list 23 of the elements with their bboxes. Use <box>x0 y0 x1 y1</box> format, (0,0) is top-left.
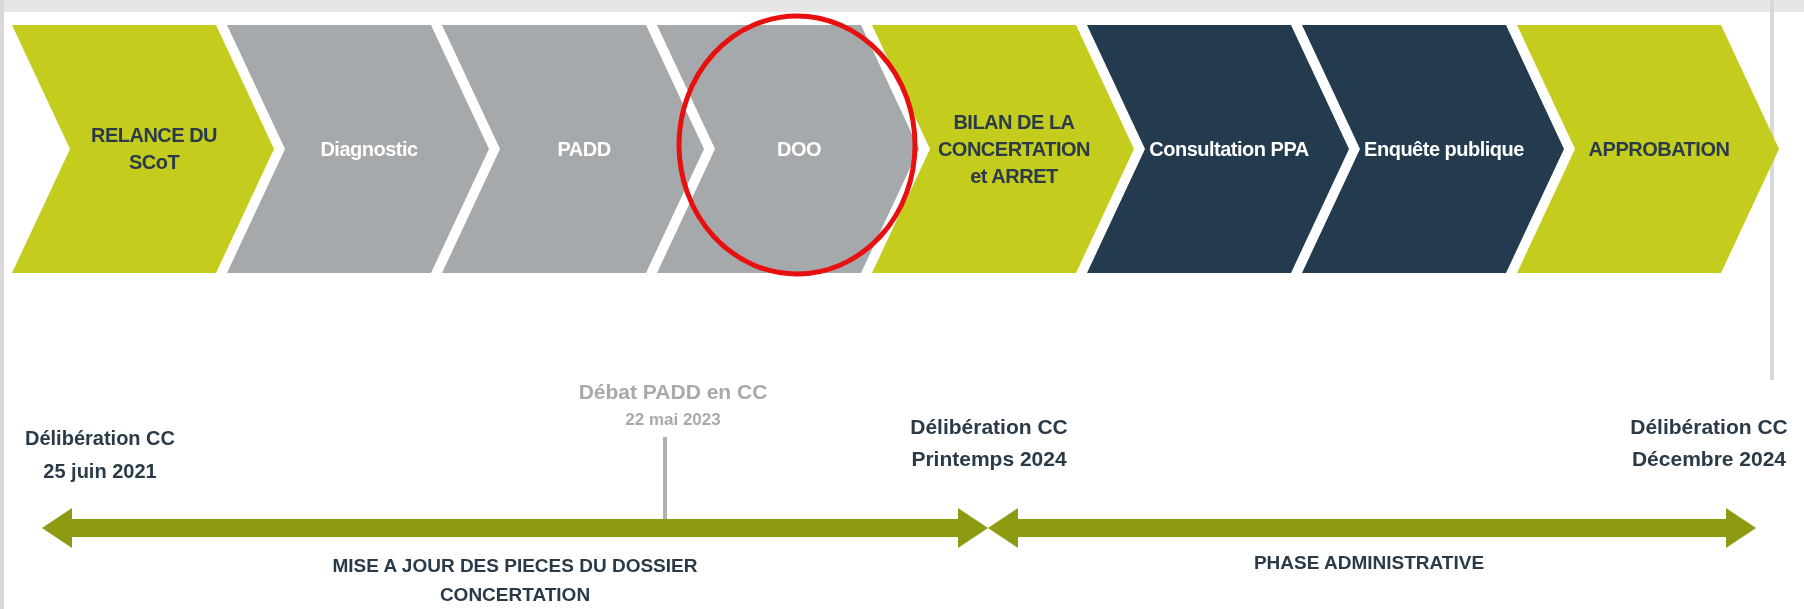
step-label: RELANCE DU SCoT <box>89 123 219 175</box>
chevron-step <box>872 25 1134 273</box>
step-label: DOO <box>776 136 822 162</box>
phase-label: PHASE ADMINISTRATIVE <box>1253 552 1485 574</box>
step-label: Enquête publique <box>1364 136 1524 162</box>
date-label: 25 juin 2021 <box>43 460 157 483</box>
chevron-step <box>1087 25 1349 273</box>
step-label: Diagnostic <box>320 136 418 162</box>
event-label: Débat PADD en CC <box>578 380 768 404</box>
step-label: APPROBATION <box>1588 136 1730 162</box>
step-label: BILAN DE LA CONCERTATION et ARRET <box>936 109 1092 189</box>
chevron-step <box>12 25 274 273</box>
phase-label: MISE A JOUR DES PIECES DU DOSSIER CONCERTATION <box>331 554 699 607</box>
date-label: Décembre 2024 <box>1631 447 1787 471</box>
date-label: Printemps 2024 <box>911 447 1067 471</box>
event-label: Délibération CC <box>1630 415 1788 439</box>
event-label: Délibération CC <box>25 427 175 450</box>
chevron-step <box>227 25 489 273</box>
chevron-step <box>442 25 704 273</box>
step-label: Consultation PPA <box>1149 136 1309 162</box>
date-label: 22 mai 2023 <box>625 410 721 430</box>
step-label: PADD <box>557 136 611 162</box>
event-label: Délibération CC <box>910 415 1068 439</box>
